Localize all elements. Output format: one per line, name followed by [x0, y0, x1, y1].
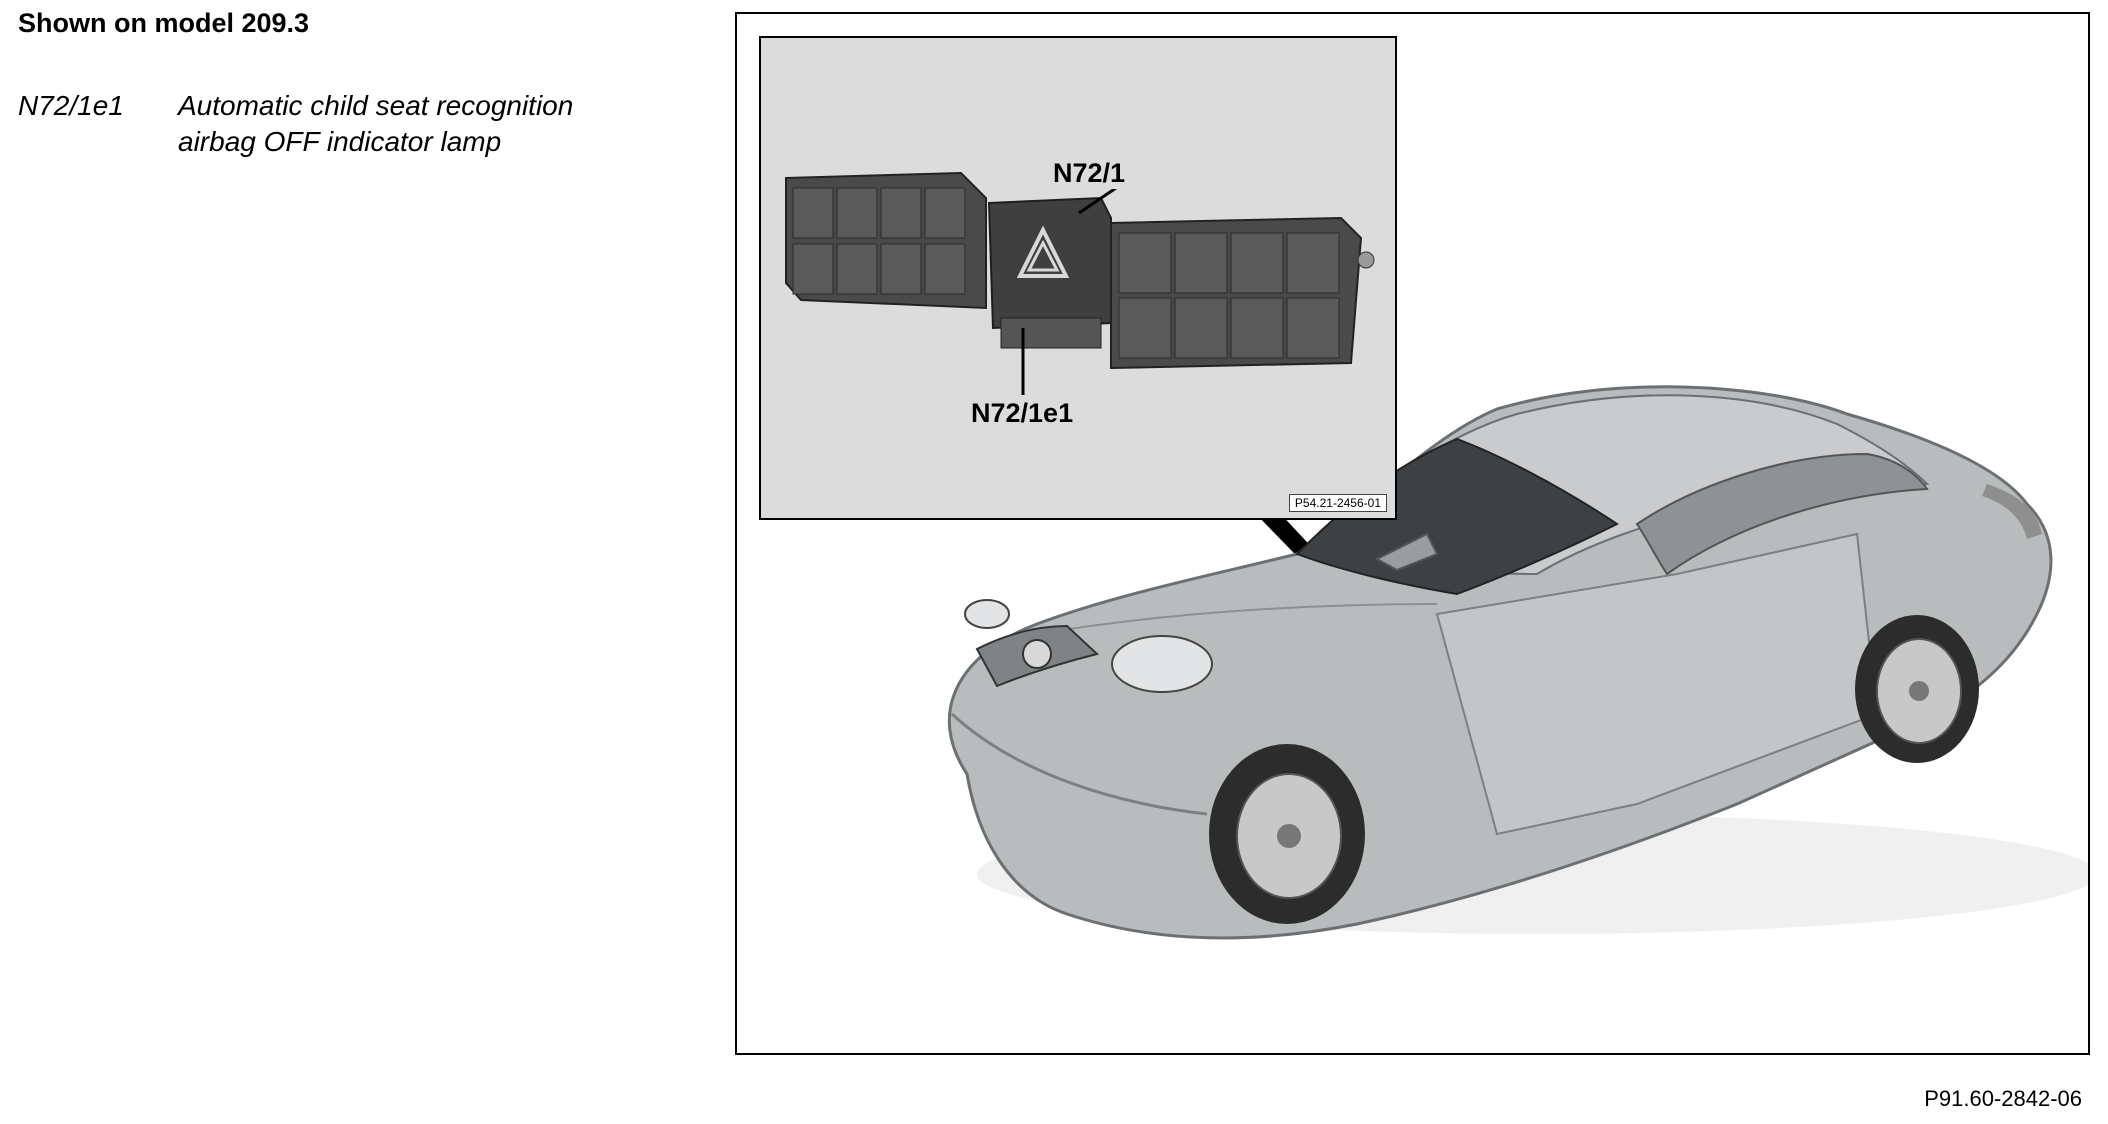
document-title: Shown on model 209.3	[18, 8, 310, 38]
hazard-switch	[987, 196, 1112, 349]
figure-reference: P91.60-2842-06	[1924, 1086, 2082, 1111]
switch-panel-illustration	[785, 171, 1375, 395]
inset-detail: N72/1 N72/1e1 P54.21-2456-01	[759, 36, 1397, 520]
left-switch-bank	[785, 171, 987, 310]
inset-reference-code: P54.21-2456-01	[1288, 494, 1387, 512]
side-windows	[1635, 452, 1929, 576]
legend-description-line-1: Automatic child seat recognition	[178, 90, 574, 121]
legend-entry: N72/1e1 Automatic child seat recognition…	[18, 88, 658, 160]
legend-description: Automatic child seat recognition airbag …	[178, 88, 658, 160]
legend-description-line-2: airbag OFF indicator lamp	[178, 126, 502, 157]
legend: N72/1e1 Automatic child seat recognition…	[18, 88, 658, 160]
right-switch-bank	[1110, 216, 1375, 370]
car-illustration	[948, 385, 2088, 940]
legend-code: N72/1e1	[18, 90, 124, 121]
label-n72-1: N72/1	[1051, 158, 1128, 189]
label-n72-1e1: N72/1e1	[969, 398, 1076, 429]
figure-frame: N72/1 N72/1e1 P54.21-2456-01	[735, 12, 2090, 1055]
leader-line-n721	[1078, 186, 1117, 215]
